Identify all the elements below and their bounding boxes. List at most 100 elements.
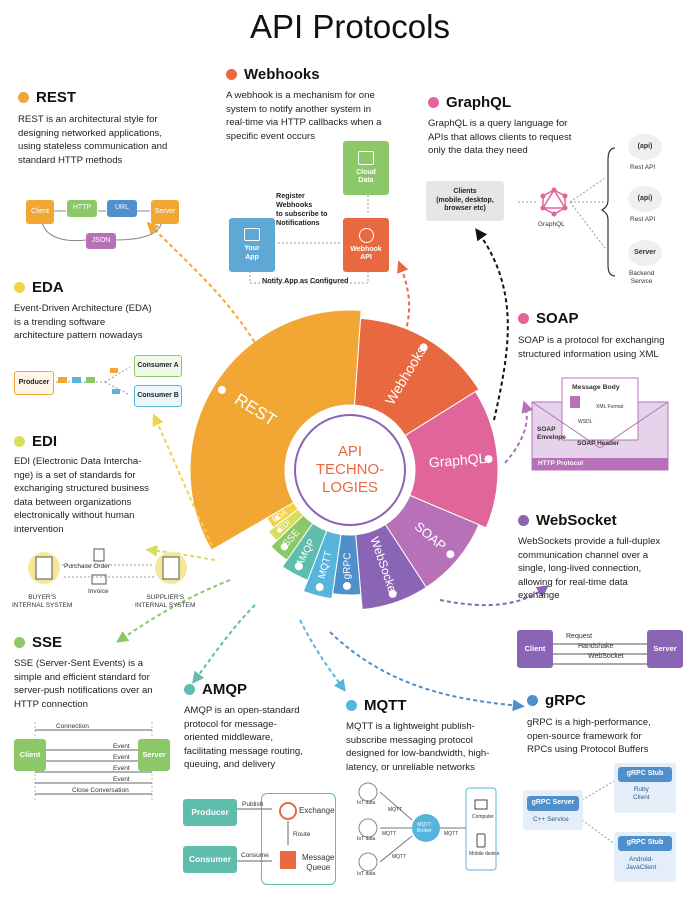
sse-heading: SSE (14, 634, 62, 651)
center-label-line-1: API (338, 443, 362, 460)
rest-dot-marker (217, 385, 226, 394)
graphql-diagram-lines (518, 147, 616, 277)
mqtt-label-1: MQTT (388, 807, 403, 813)
eda-description: Event-Driven Architecture (EDA) is a tre… (14, 303, 152, 341)
page-title: API Protocols (250, 8, 450, 45)
mqtt-iot-data-3: IoT data (357, 871, 376, 877)
amqp-diagram-lines (236, 802, 297, 869)
websocket-dot-marker (388, 589, 397, 598)
edi-diagram-icons (28, 548, 187, 585)
edi-description: EDI (Electronic Data Intercha- nge) is a… (14, 456, 149, 535)
webhooks-dot-icon (226, 69, 237, 80)
server-circle: Server (628, 240, 662, 266)
websocket-segment (355, 523, 427, 611)
websocket-arrows (553, 643, 647, 665)
amqp-dot-icon (184, 684, 195, 695)
mqtt-computer: Computer (472, 814, 494, 820)
webhooks-dot-marker (419, 343, 428, 352)
rest-heading: REST (18, 89, 76, 106)
rest-diagram-lines (41, 210, 163, 242)
sse-event-1: Event (113, 743, 130, 750)
soap-xml-format: XML Format (596, 404, 624, 410)
grpc-android-client: Android- JavaClient (626, 856, 657, 871)
webhooks-segment (354, 317, 480, 437)
soap-dot-icon (518, 313, 529, 324)
graphql-wheel-label: GraphQL (428, 450, 487, 470)
notify-label: Notify App as Configured (262, 276, 349, 285)
sse-title: SSE (32, 634, 63, 651)
center-ring (294, 414, 406, 526)
amqp-message-queue: Message Queue (302, 853, 335, 872)
webhooks-heading: Webhooks (226, 66, 320, 83)
rest-url-box: URL (107, 200, 137, 217)
eda-producer-box: Producer (14, 371, 54, 395)
api-circle-1: (api) (628, 134, 662, 160)
amqp-description: AMQP is an open-standard protocol for me… (184, 705, 303, 770)
mqtt-label-4: MQTT (444, 831, 459, 837)
mqtt-label-2: MQTT (382, 831, 397, 837)
eda-consumer-b-box: Consumer B (134, 385, 182, 407)
graphql-clients-box: Clients (mobile, desktop, browser etc) (426, 181, 504, 221)
grpc-dot-icon (527, 695, 538, 706)
soap-title: SOAP (536, 310, 579, 327)
eda-arrow (152, 413, 213, 546)
grpc-stub-box-2: gRPC Stub (618, 836, 672, 851)
rest-segment (189, 309, 362, 551)
mqtt-diagram-lines (358, 782, 497, 872)
mqtt-iot-data-1: IoT data (357, 800, 376, 806)
backend-service-label: Backend Service (629, 270, 655, 285)
sse-dot-icon (14, 637, 25, 648)
eda-heading: EDA (14, 279, 64, 296)
graphql-heading: GraphQL (428, 94, 511, 111)
edi-dot-icon (14, 436, 25, 447)
center-label-line-3: LOGIES (322, 479, 378, 496)
edi-dot-marker (276, 528, 282, 533)
mqtt-mobile: Mobile device (469, 851, 500, 857)
grpc-arrow (329, 631, 525, 712)
monitor-icon (244, 228, 260, 241)
mqtt-dot-marker (315, 583, 324, 592)
rest-dot-icon (18, 92, 29, 103)
rest-json-box: JSON (86, 233, 116, 249)
grpc-title: gRPC (545, 692, 586, 709)
grpc-ruby-client: Ruby Client (633, 786, 650, 801)
soap-heading: SOAP (518, 310, 579, 327)
graphql-label: GraphQL (538, 221, 565, 228)
amqp-heading: AMQP (184, 681, 247, 698)
sse-close-conversation: Close Conversation (72, 787, 129, 794)
sse-description: SSE (Server-Sent Events) is a simple and… (14, 658, 153, 710)
rest-api-label-1: Rest API (630, 164, 656, 171)
graphql-dot-marker (484, 455, 493, 464)
grpc-cpp-label: C++ Service (533, 816, 569, 823)
sse-client-box: Client (14, 739, 46, 771)
edi-invoice: Invoice (88, 588, 109, 595)
grpc-diagram-lines (581, 779, 617, 846)
websocket-server-box: Server (647, 630, 683, 668)
mqtt-title: MQTT (364, 697, 407, 714)
your-app-box: Your App (229, 218, 275, 272)
grpc-description: gRPC is a high-performance, open-source … (527, 717, 651, 755)
websocket-arrow (439, 585, 549, 607)
amqp-dot-marker (294, 562, 303, 571)
edi-purchase-order: Purchase Order (64, 563, 110, 570)
rest-server-box: Server (151, 200, 179, 224)
webhooks-title: Webhooks (244, 66, 320, 83)
cloud-icon (358, 150, 374, 165)
soap-header-label: SOAP Header (577, 440, 620, 447)
rest-title: REST (36, 89, 77, 106)
websocket-handshake: Handshake (578, 643, 614, 650)
websocket-heading: WebSocket (518, 512, 617, 529)
register-webhooks-label: Register Webhooks to subscribe to Notifi… (276, 191, 328, 227)
amqp-exchange: Exchange (299, 806, 335, 815)
graphql-arrow (475, 228, 509, 421)
soap-envelope-icon (531, 377, 669, 471)
sse-dot-marker (280, 543, 289, 551)
center-label-line-2: TECHNO- (316, 461, 384, 478)
graphql-title: GraphQL (446, 94, 512, 111)
eda-consumer-a-box: Consumer A (134, 355, 182, 377)
soap-description: SOAP is a protocol for exchanging struct… (518, 335, 665, 360)
edi-heading: EDI (14, 433, 57, 450)
mqtt-label-3: MQTT (392, 854, 407, 860)
grpc-wheel-label: gRPC (342, 552, 354, 579)
